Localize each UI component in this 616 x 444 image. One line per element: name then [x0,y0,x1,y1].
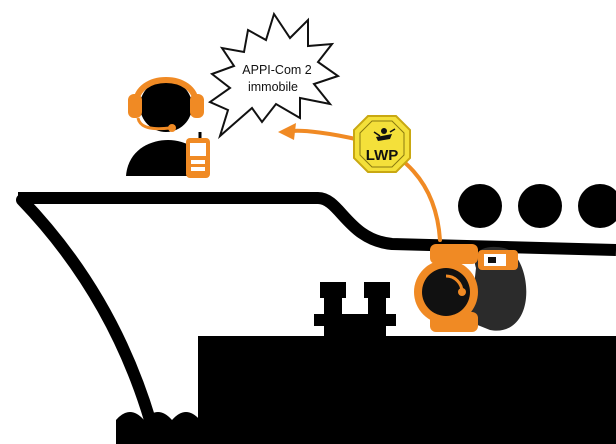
porthole-1 [458,184,502,228]
speech-bubble-line2: immobile [248,80,298,94]
lwp-badge-label: LWP [366,147,399,164]
porthole-2 [518,184,562,228]
ship-silhouette [18,184,616,426]
porthole-3 [578,184,616,228]
ship-bow-curve [22,200,150,420]
alert-speech-bubble: APPI-Com 2 immobile [210,14,338,136]
speech-bubble-line1: APPI-Com 2 [242,63,312,77]
watch-device-icon [414,244,526,332]
lwp-sign-icon: LWP [354,116,410,172]
radio-device-icon [186,132,210,178]
bollard-icon [314,282,396,338]
signal-arrow-head [278,123,296,140]
